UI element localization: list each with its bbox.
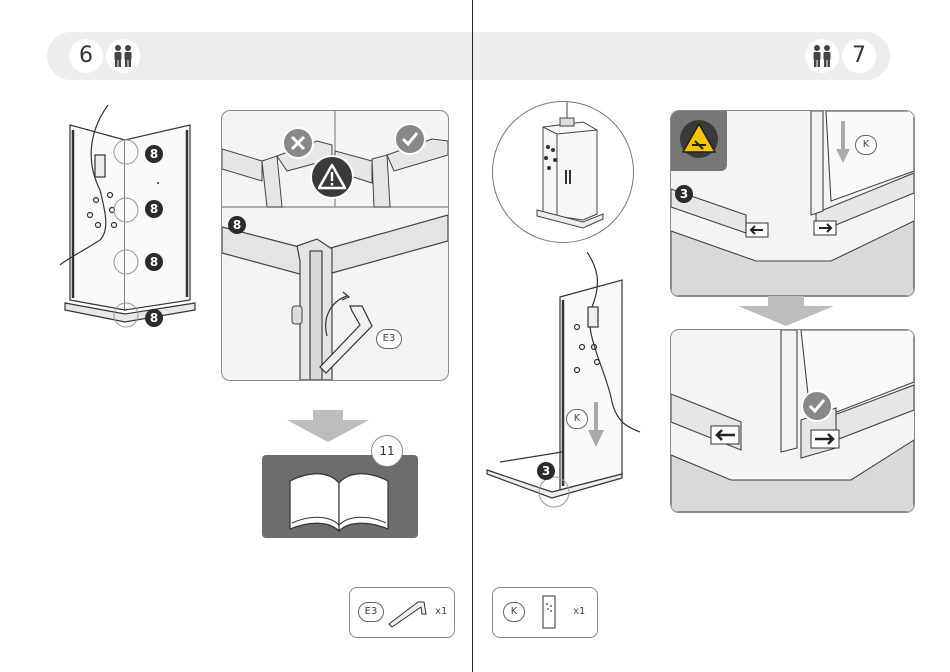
pinch-hazard-badge [671, 111, 727, 171]
two-people-icon [805, 39, 839, 73]
panel-seated-detail [670, 329, 915, 513]
down-arrow-icon [287, 410, 369, 442]
screw-marker: 8 [145, 200, 163, 218]
part-tag-e3: E3 [376, 329, 402, 349]
parts-box-e3: E3 x1 [349, 587, 455, 638]
screw-marker: 8 [228, 216, 246, 234]
panel-insert-detail: 3 K [670, 110, 915, 297]
warning-icon [310, 155, 354, 199]
step-number-7: 7 [842, 39, 876, 73]
part-tag-k: K [855, 135, 877, 155]
down-arrow-icon [738, 296, 834, 326]
part-tag-e3: E3 [358, 602, 384, 622]
pinch-hazard-icon [677, 119, 721, 159]
parts-quantity: x1 [573, 606, 585, 617]
step-number-6: 6 [69, 39, 103, 73]
part-tag-k: K [503, 602, 525, 622]
profile-alignment-detail-panel: 8 E3 [221, 110, 449, 381]
part-marker: 3 [675, 185, 693, 203]
parts-quantity: x1 [435, 606, 447, 617]
page-reference-badge: 11 [371, 435, 403, 467]
part-marker: 3 [537, 462, 555, 480]
screw-marker: 8 [145, 253, 163, 271]
wrong-icon [282, 127, 314, 159]
allen-key-icon [386, 596, 430, 628]
corner-panel-assembly-drawing [50, 100, 210, 340]
parts-box-k: K x1 [492, 587, 598, 638]
shower-panel-icon [539, 594, 559, 630]
wall-panel-placement-drawing [482, 252, 642, 512]
screw-marker: 8 [145, 309, 163, 327]
part-tag-k: K [566, 409, 588, 429]
page-divider [472, 0, 473, 672]
instruction-manual-panel [262, 455, 418, 538]
shower-overview-circle [492, 101, 634, 243]
screw-marker: 8 [145, 145, 163, 163]
shower-cabin-drawing [493, 102, 633, 242]
panel-seated-drawing [671, 330, 914, 512]
open-book-icon [284, 463, 394, 533]
ok-icon [801, 390, 833, 422]
ok-icon [394, 123, 426, 155]
two-people-icon [106, 39, 140, 73]
